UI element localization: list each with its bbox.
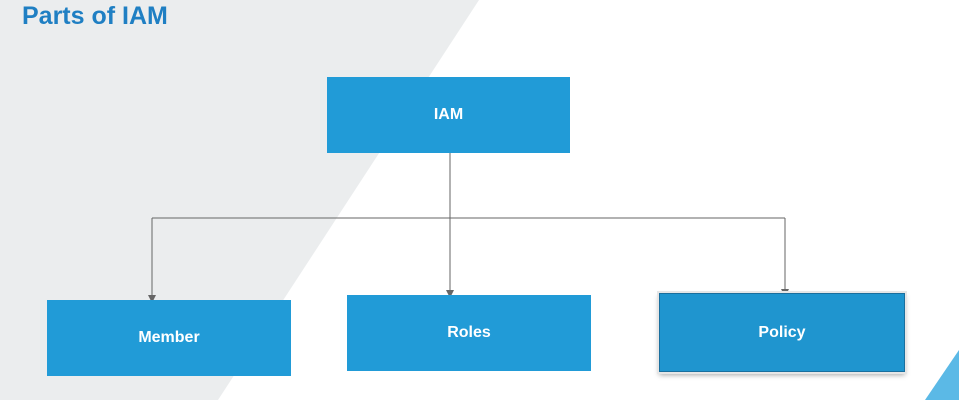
roles-node: Roles	[347, 295, 591, 371]
roles-node-label: Roles	[447, 324, 491, 341]
policy-node-label: Policy	[758, 323, 806, 341]
corner-accent-shape	[925, 350, 959, 400]
member-node-label: Member	[138, 329, 200, 346]
member-node: Member	[47, 300, 291, 376]
policy-node[interactable]: Policy	[659, 293, 905, 372]
page-title: Parts of IAM	[22, 2, 168, 30]
iam-node-label: IAM	[433, 106, 464, 123]
iam-node: IAM	[327, 77, 570, 153]
